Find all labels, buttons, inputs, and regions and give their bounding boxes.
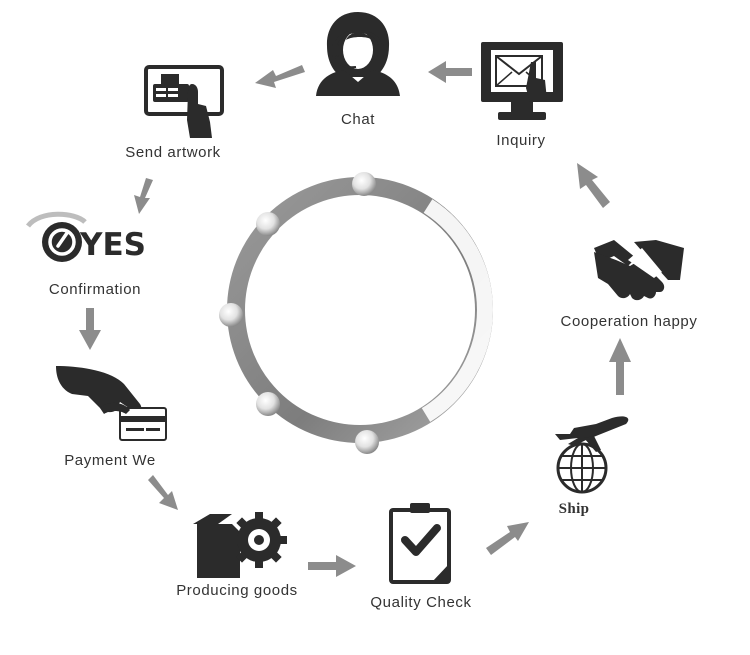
ring-bead	[352, 172, 376, 196]
arrow-inquiry-to-chat	[428, 61, 472, 83]
arrow-ship-to-cooperation	[609, 338, 631, 395]
box-gear-icon	[193, 512, 287, 578]
arrow-chat-to-artwork	[255, 65, 305, 88]
flow-arrows	[79, 61, 631, 577]
step-label-ship: Ship	[558, 501, 590, 517]
center-ring	[219, 172, 494, 454]
hand-card-icon	[56, 366, 167, 441]
arrow-confirm-to-payment	[79, 308, 101, 350]
step-label-confirmation: Confirmation	[48, 281, 142, 298]
step-label-quality: Quality Check	[370, 594, 472, 611]
arrow-quality-to-ship	[486, 522, 529, 555]
ring-bead	[256, 212, 280, 236]
arrow-cooperation-to-inquiry	[577, 163, 610, 208]
plane-globe-icon	[555, 416, 629, 494]
step-label-cooperation: Cooperation happy	[560, 313, 698, 330]
step-label-send-artwork: Send artwork	[125, 144, 221, 161]
step-label-chat: Chat	[340, 111, 376, 128]
arrow-payment-to-producing	[148, 475, 178, 510]
headset-agent-icon	[316, 12, 400, 96]
confirm-badge-icon: YES	[26, 211, 146, 263]
fax-machine-icon	[144, 65, 224, 138]
clipboard-check-icon	[389, 503, 451, 584]
step-label-payment: Payment We	[64, 452, 156, 469]
ring-bead	[256, 392, 280, 416]
ring-bead	[219, 303, 243, 327]
computer-mail-icon	[481, 42, 563, 120]
step-label-producing: Producing goods	[176, 582, 298, 599]
ring-bead	[355, 430, 379, 454]
arrow-artwork-to-confirm	[134, 178, 153, 214]
step-label-inquiry: Inquiry	[496, 132, 546, 149]
arrow-producing-to-quality	[308, 555, 356, 577]
handshake-icon	[594, 240, 684, 301]
confirm-badge-text: YES	[79, 227, 146, 263]
